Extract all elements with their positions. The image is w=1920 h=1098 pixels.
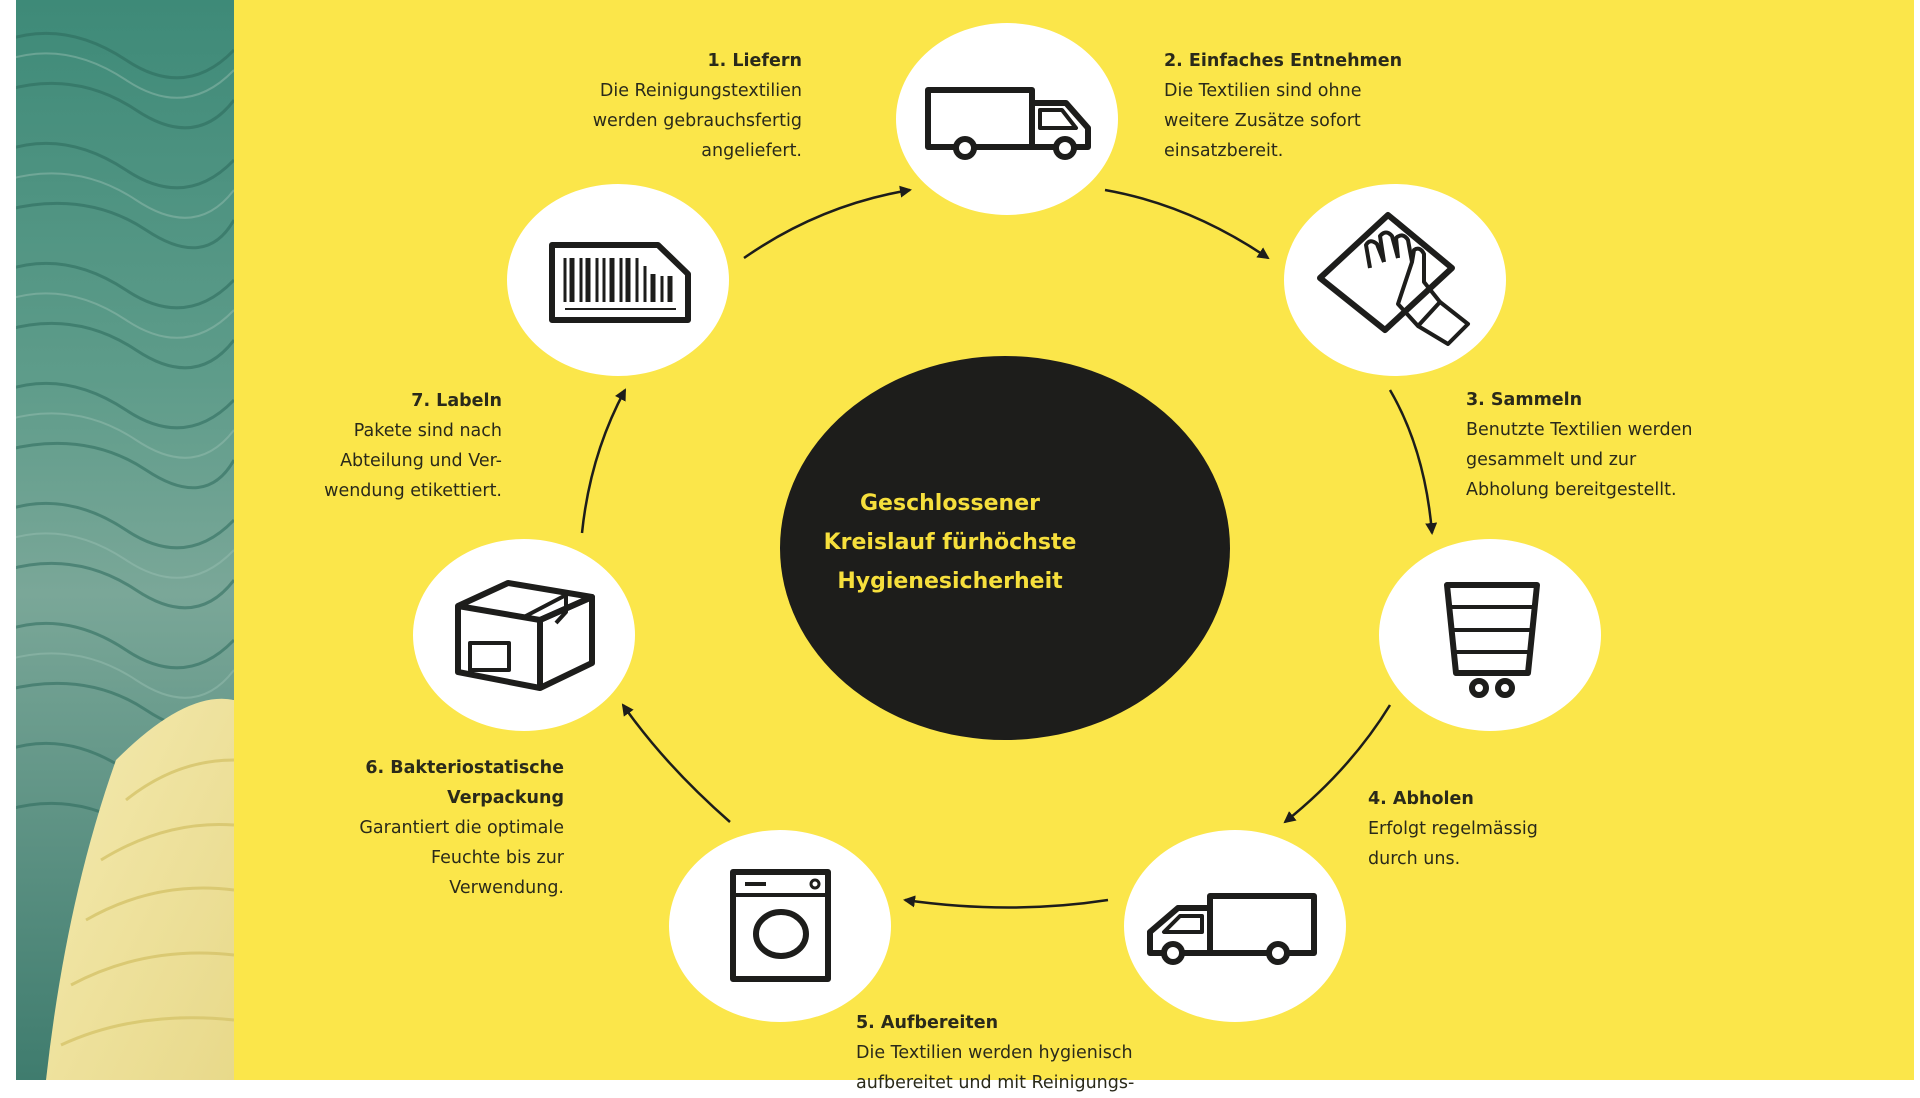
glove-cloth-icon <box>1317 212 1470 346</box>
arrow-2-to-3 <box>1388 389 1438 535</box>
step-6-node <box>413 539 635 731</box>
arrow-1-to-2 <box>1104 188 1270 260</box>
step-3-node <box>1379 539 1601 731</box>
step-6-text: 6. Bakteriostatische Verpackung Garantie… <box>250 753 564 903</box>
step-1-node <box>896 23 1118 215</box>
barcode-label-icon <box>549 242 691 323</box>
step-4-description: Erfolgt regelmässig durch uns. <box>1368 819 1538 869</box>
step-4-title: 4. Abholen <box>1368 789 1474 809</box>
step-5-description: Die Textilien werden hygienisch aufberei… <box>856 1043 1135 1093</box>
arrow-4-to-5 <box>903 895 1109 909</box>
step-7-description: Pakete sind nach Abteilung und Ver- wend… <box>324 421 502 501</box>
arrow-5-to-6 <box>621 703 731 823</box>
step-5-node <box>669 830 891 1022</box>
step-4-node <box>1124 830 1346 1022</box>
step-3-text: 3. Sammeln Benutzte Textilien werden ges… <box>1466 385 1786 505</box>
step-3-description: Benutzte Textilien werden gesammelt und … <box>1466 420 1693 500</box>
step-2-text: 2. Einfaches Entnehmen Die Textilien sin… <box>1164 46 1504 166</box>
step-6-description: Garantiert die optimale Feuchte bis zur … <box>359 818 564 898</box>
arrow-6-to-7 <box>580 388 627 534</box>
step-5-title: 5. Aufbereiten <box>856 1013 999 1033</box>
step-1-text: 1. Liefern Die Reinigungstextilien werde… <box>420 46 802 166</box>
step-5-text: 5. Aufbereiten Die Textilien werden hygi… <box>856 1008 1236 1098</box>
step-2-node <box>1284 184 1506 376</box>
step-3-title: 3. Sammeln <box>1466 390 1583 410</box>
step-4-text: 4. Abholen Erfolgt regelmässig durch uns… <box>1368 784 1668 874</box>
step-2-title: 2. Einfaches Entnehmen <box>1164 51 1403 71</box>
step-1-title: 1. Liefern <box>707 51 802 71</box>
laundry-cart-icon <box>1444 582 1540 698</box>
step-7-text: 7. Labeln Pakete sind nach Abteilung und… <box>220 386 502 506</box>
step-7-title: 7. Labeln <box>411 391 502 411</box>
step-7-node <box>507 184 729 376</box>
step-6-title: 6. Bakteriostatische Verpackung <box>365 758 564 808</box>
delivery-truck-icon <box>1147 893 1317 965</box>
arrow-3-to-4 <box>1283 704 1392 824</box>
step-1-description: Die Reinigungstextilien werden gebrauchs… <box>592 81 802 161</box>
center-ellipse <box>780 356 1230 740</box>
center-title: Geschlossener Kreislauf fürhöchste Hygie… <box>823 491 1077 594</box>
step-2-description: Die Textilien sind ohne weitere Zusätze … <box>1164 81 1362 161</box>
package-box-icon <box>455 580 595 691</box>
arrow-7-to-1 <box>743 185 912 260</box>
washing-machine-icon <box>730 869 831 982</box>
delivery-truck-icon <box>925 87 1091 160</box>
textile-photo <box>6 0 234 1080</box>
